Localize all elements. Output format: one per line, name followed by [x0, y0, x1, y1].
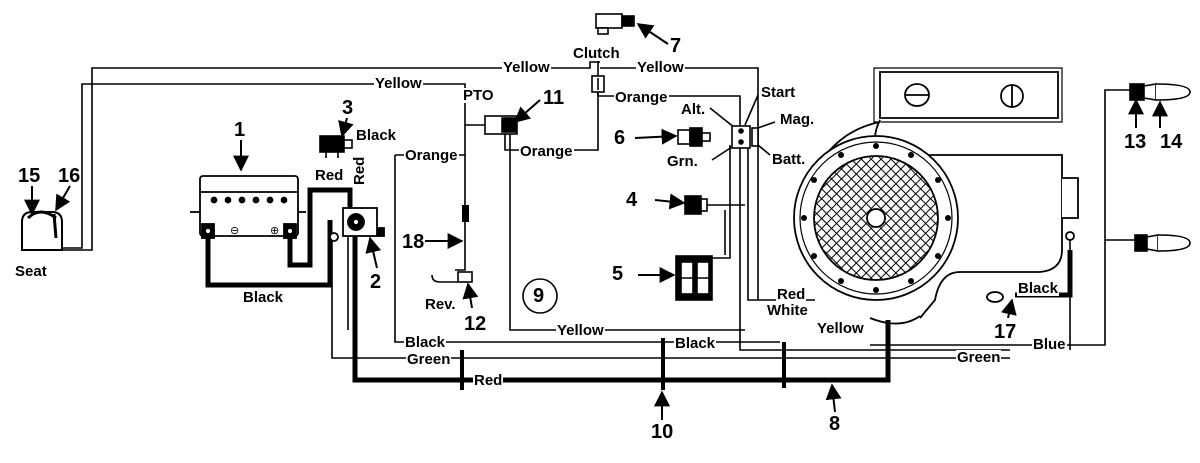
callout-3: 3: [342, 97, 354, 119]
callout-6: 6: [614, 127, 626, 149]
callout-4: 4: [626, 189, 638, 211]
label-black-engine: Black: [1017, 280, 1060, 297]
battery-black-cable: [205, 220, 333, 288]
label-orange-mid: Orange: [519, 143, 574, 160]
blue-wire: [870, 89, 1130, 346]
label-grn: Grn.: [666, 153, 699, 170]
label-orange-left: Orange: [404, 147, 459, 164]
reverse-switch: [431, 271, 473, 283]
label-red-horizontal: Red: [314, 167, 345, 184]
svg-text:⊖: ⊖: [230, 225, 239, 237]
start-lead: [744, 94, 759, 126]
splice-marks: [460, 338, 786, 390]
label-green-bottom-right: Green: [956, 349, 1002, 366]
svg-text:⊕: ⊕: [270, 225, 279, 237]
headlight-upper: [1129, 83, 1191, 101]
label-pto: PTO: [462, 87, 495, 104]
label-mag: Mag.: [779, 111, 816, 128]
oil-pressure-switch: [677, 127, 711, 147]
relay-3: [319, 135, 353, 158]
label-rev: Rev.: [424, 296, 457, 313]
label-batt: Batt.: [771, 151, 807, 168]
label-red-vertical: Red: [351, 155, 368, 186]
headlight-lower: [1134, 234, 1191, 252]
callout-14: 14: [1160, 131, 1183, 153]
callout-13: 13: [1124, 131, 1147, 153]
pto-vertical-wire: [455, 105, 466, 271]
label-green-lower: Green: [406, 351, 452, 368]
label-clutch: Clutch: [572, 45, 621, 62]
seat-switch: [21, 210, 63, 251]
callout-1: 1: [234, 119, 246, 141]
callout-9: 9: [533, 285, 545, 307]
ignition-key-switch: [731, 125, 759, 149]
module-5: [675, 255, 713, 301]
label-orange-top: Orange: [614, 89, 669, 106]
inline-fuse: [462, 205, 469, 222]
starter-solenoid: [329, 207, 385, 242]
battery: ⊖ ⊕: [190, 175, 306, 239]
callout-10: 10: [651, 421, 674, 443]
label-blue: Blue: [1032, 336, 1067, 353]
callout-15: 15: [18, 165, 41, 187]
thin-wires: [58, 48, 1135, 359]
callout-8: 8: [829, 413, 841, 435]
callout-2: 2: [370, 271, 382, 293]
callout-18: 18: [402, 231, 425, 253]
callout-arrows: [24, 23, 1168, 420]
label-yellow-lower-right: Yellow: [816, 320, 865, 337]
key-switch-wire-3: [712, 145, 731, 259]
label-start: Start: [760, 84, 797, 101]
grn-lead: [711, 144, 736, 161]
label-black-battery: Black: [242, 289, 285, 306]
switch-4: [684, 195, 708, 215]
label-black-lower-mid: Black: [674, 335, 717, 352]
clutch-connector: [591, 75, 605, 93]
callout-16: 16: [58, 165, 81, 187]
label-yellow-lower: Yellow: [556, 322, 605, 339]
callout-5: 5: [612, 263, 624, 285]
battery-red-cable-top: [287, 187, 353, 268]
label-seat: Seat: [14, 263, 48, 280]
callout-7: 7: [670, 35, 682, 57]
label-white-engine: White: [766, 302, 809, 319]
label-red-bottom: Red: [473, 372, 504, 389]
callout-12: 12: [464, 313, 487, 335]
label-red-engine: Red: [776, 286, 807, 303]
pto-switch: [484, 115, 518, 135]
clutch-switch: [595, 13, 635, 35]
callout-17: 17: [994, 321, 1017, 343]
seat-yellow-wire-outer: [58, 61, 600, 251]
engine: [793, 67, 1079, 325]
label-alt: Alt.: [680, 101, 707, 118]
label-yellow-top-left: Yellow: [374, 75, 423, 92]
component-9-outline: [522, 278, 558, 314]
red-main-cable: [352, 235, 891, 383]
label-yellow-top-mid: Yellow: [502, 59, 551, 76]
label-black-relay: Black: [355, 127, 398, 144]
label-yellow-top-right: Yellow: [636, 59, 685, 76]
alt-lead: [709, 107, 736, 129]
label-black-lower-left: Black: [404, 334, 447, 351]
pto-yellow-down: [509, 132, 745, 331]
key-switch-wire-1: [739, 145, 1010, 351]
callout-11: 11: [543, 87, 565, 109]
